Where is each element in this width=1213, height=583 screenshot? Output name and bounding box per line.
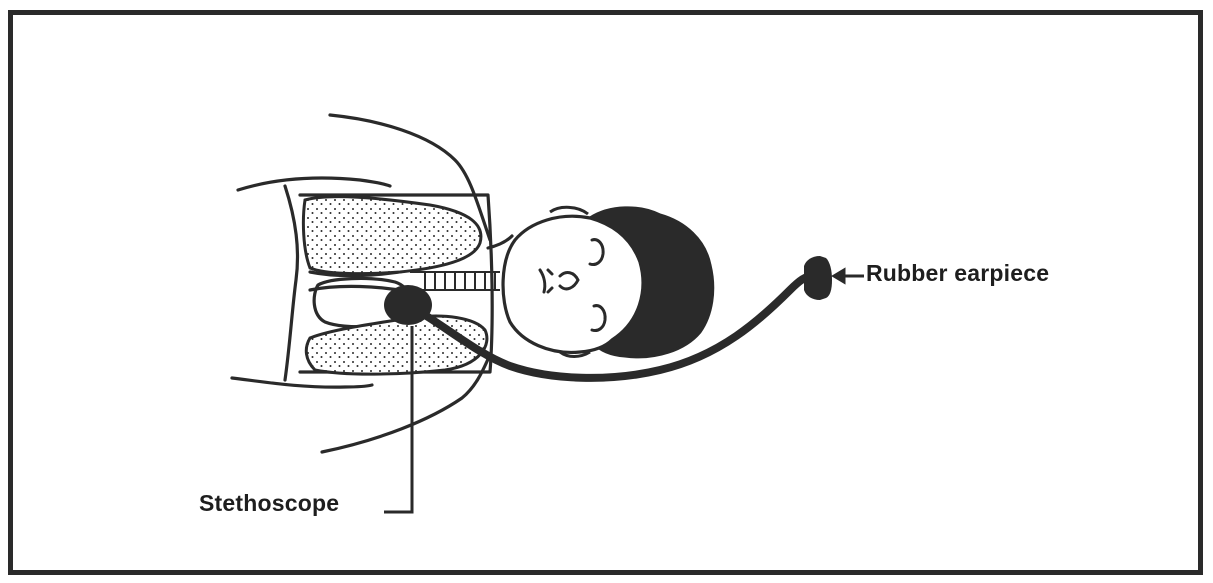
stethoscope-label: Stethoscope — [199, 490, 339, 517]
upper-lung — [303, 197, 481, 274]
ear-outline — [550, 207, 588, 214]
stethoscope-chestpiece — [384, 285, 432, 325]
lower-arm-outline — [232, 378, 372, 387]
trachea — [410, 272, 500, 290]
rubber-earpiece — [804, 256, 832, 300]
earpiece-label: Rubber earpiece — [866, 260, 1049, 287]
face-outline — [503, 216, 643, 352]
torso-outline — [285, 186, 298, 380]
upper-arm-outline — [238, 178, 390, 190]
earpiece-arrow — [834, 270, 864, 282]
